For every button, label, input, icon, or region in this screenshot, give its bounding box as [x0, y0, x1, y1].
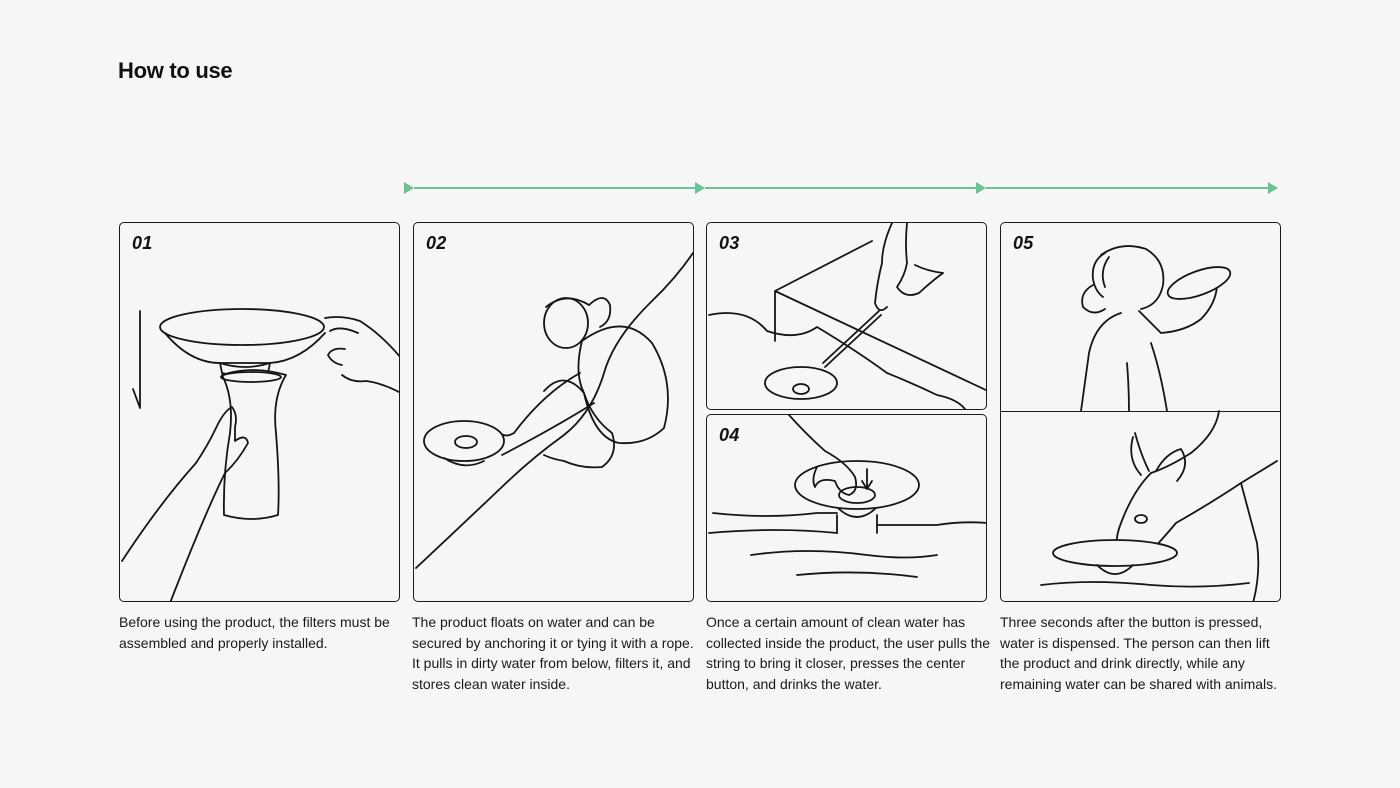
progress-timeline [122, 182, 1278, 194]
step-number: 04 [719, 425, 740, 445]
step-01-caption: Before using the product, the filters mu… [119, 614, 390, 651]
step-number: 05 [1013, 233, 1034, 253]
step-01-illustration [121, 308, 399, 601]
step-01-panel: 01 [119, 222, 400, 602]
step-number: 03 [719, 233, 740, 253]
timeline-arrow-3 [976, 182, 986, 194]
timeline-arrow-4 [1268, 182, 1278, 194]
step-05-caption: Three seconds after the button is presse… [1000, 614, 1278, 692]
step-04-illustration [708, 415, 986, 578]
timeline-arrow-2 [695, 182, 705, 194]
step-02-illustration [415, 252, 693, 569]
step-03-panel: 03 [706, 222, 987, 410]
step-04-panel: 04 [706, 414, 987, 602]
step-03-illustration [708, 223, 986, 409]
step-03-caption: Once a certain amount of clean water has… [706, 614, 991, 692]
timeline-arrow-1 [404, 182, 414, 194]
step-02-panel: 02 [413, 222, 694, 602]
step-05-illustration [1040, 245, 1278, 601]
step-number: 02 [426, 233, 447, 253]
step-02-caption: The product floats on water and can be s… [412, 614, 694, 692]
step-number: 01 [132, 233, 153, 253]
page-title: How to use [118, 58, 233, 83]
panel-divider [1001, 411, 1280, 412]
step-05-panel: 05 [1000, 222, 1281, 602]
